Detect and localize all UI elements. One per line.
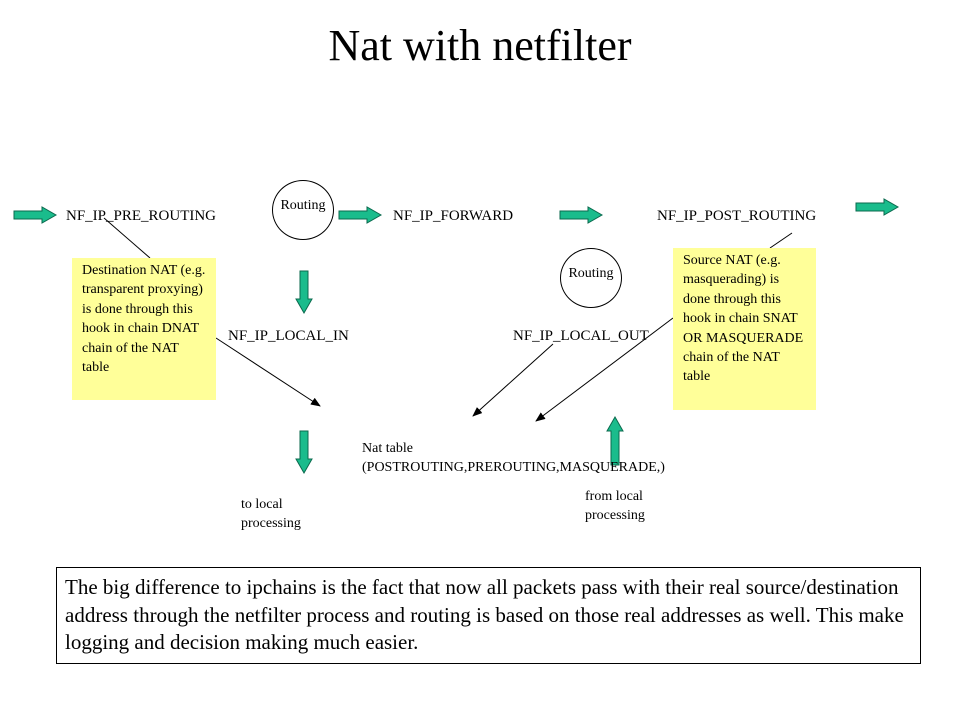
- green-arrow-forward-post: [559, 206, 604, 224]
- connector-post-routing-to-note: [769, 232, 793, 249]
- summary-textbox: The big difference to ipchains is the fa…: [56, 567, 921, 664]
- green-arrow-out: [855, 198, 900, 216]
- hook-local-in: NF_IP_LOCAL_IN: [228, 328, 349, 344]
- page-title: Nat with netfilter: [328, 21, 632, 70]
- hook-local-out: NF_IP_LOCAL_OUT: [513, 328, 649, 344]
- nat-table-label: Nat table (POSTROUTING,PREROUTING,MASQUE…: [362, 441, 665, 475]
- connector-pre-routing-to-note: [103, 217, 151, 259]
- snat-note: Source NAT (e.g. masquerading) is done t…: [673, 248, 816, 410]
- to-local-processing-label: to local processing: [241, 497, 301, 531]
- routing-node-top: Routing: [272, 180, 334, 240]
- routing-node-top-label: Routing: [280, 198, 326, 213]
- green-arrow-to-local: [295, 430, 313, 475]
- hook-forward: NF_IP_FORWARD: [393, 208, 514, 224]
- connector-dnat-to-nat-table: [215, 337, 321, 407]
- routing-node-right: Routing: [560, 248, 622, 308]
- from-local-processing-label: from local processing: [585, 489, 645, 523]
- routing-node-right-label: Routing: [568, 266, 614, 281]
- green-arrow-local-in: [295, 270, 313, 315]
- dnat-note: Destination NAT (e.g. transparent proxyi…: [72, 258, 216, 400]
- hook-post-routing: NF_IP_POST_ROUTING: [657, 208, 817, 224]
- green-arrow-in: [13, 206, 58, 224]
- green-arrow-routing-forward: [338, 206, 383, 224]
- hook-pre-routing: NF_IP_PRE_ROUTING: [66, 208, 217, 224]
- green-arrow-from-local: [606, 415, 624, 466]
- connector-local-out-to-nat-table: [472, 343, 554, 417]
- connector-snat-to-nat-table: [535, 317, 674, 422]
